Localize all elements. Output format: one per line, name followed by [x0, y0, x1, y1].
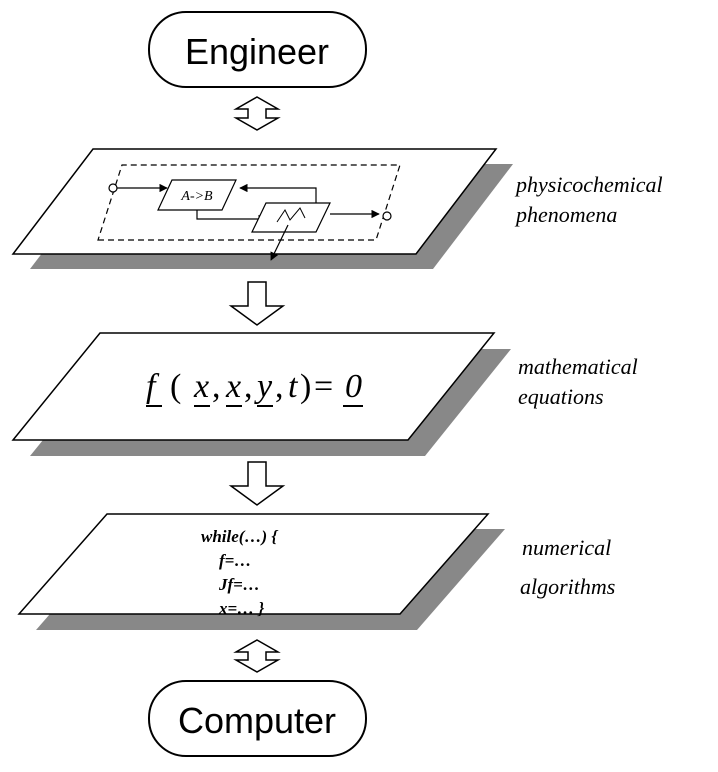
eq-t: t: [288, 368, 299, 405]
layer-label-line: algorithms: [520, 574, 615, 599]
eq-open-paren: (: [170, 368, 181, 405]
layer-label-line: physicochemical: [514, 172, 663, 197]
computer-node: Computer: [148, 680, 367, 757]
eq-x-dot: x: [193, 368, 209, 405]
eq-x: x: [225, 368, 241, 405]
eq-y: y: [254, 368, 273, 405]
eq-comma: ,: [275, 368, 284, 405]
inlet-port-icon: [108, 183, 118, 193]
eq-comma: ,: [244, 368, 253, 405]
bidirectional-arrow-icon: [233, 639, 281, 673]
eq-close-paren: ): [300, 368, 311, 405]
eq-zero: 0: [345, 368, 362, 405]
layer-label-line: phenomena: [514, 202, 617, 227]
layer-label-line: numerical: [522, 535, 611, 560]
outlet-port-icon: [382, 211, 392, 221]
eq-equals: =: [314, 368, 333, 405]
reactor-block: [157, 179, 237, 211]
layer-label-line: equations: [518, 384, 604, 409]
eq-comma: ,: [212, 368, 221, 405]
code-line: Jf=…: [218, 575, 260, 594]
down-arrow-icon: [228, 461, 286, 506]
layer-label-line: mathematical: [518, 354, 638, 379]
layer-mathematical: f ( x , x , y , t ) = 0 mathematical equ…: [11, 332, 638, 456]
layer-numerical: while(…) { f=… Jf=… x=… } numerical algo…: [17, 513, 615, 630]
computer-label: Computer: [178, 700, 336, 741]
down-arrow-icon: [228, 281, 286, 326]
bidirectional-arrow-icon: [233, 96, 281, 131]
code-line: while(…) {: [201, 527, 278, 546]
algorithm-code: while(…) { f=… Jf=… x=… }: [201, 527, 278, 618]
process-flow-diagram: A->B: [97, 164, 401, 261]
code-line: x=… }: [218, 599, 264, 618]
engineer-node: Engineer: [148, 11, 367, 88]
heat-exchanger-block: [251, 202, 331, 233]
layer-physicochemical: A->B physicochemical phenomena: [11, 148, 663, 269]
code-line: f=…: [219, 551, 251, 570]
engineer-label: Engineer: [185, 31, 329, 72]
reaction-label: A->B: [180, 189, 213, 204]
